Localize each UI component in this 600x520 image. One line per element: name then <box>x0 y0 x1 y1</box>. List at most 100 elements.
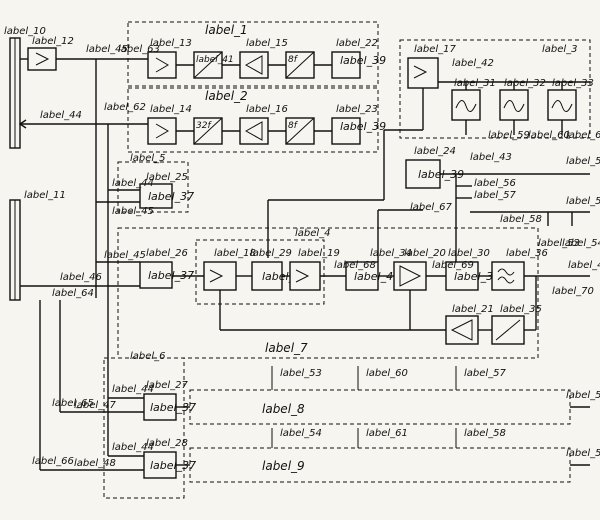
mul-label: label_41 <box>196 55 234 65</box>
fpr3-label: label_61 <box>566 130 600 141</box>
zu3-label: label_33 <box>552 78 594 89</box>
um2-glyph: label_37 <box>148 269 194 282</box>
fk3-label: label_54 <box>562 238 600 249</box>
amplifier-icon <box>450 319 473 341</box>
line-number-2: label_63 <box>118 44 160 55</box>
amplifier-icon <box>413 65 428 79</box>
um1-f01-label: label_44 <box>112 178 154 189</box>
antenna-w2-label: label_11 <box>24 190 66 201</box>
rchg2-title: label_6 <box>130 351 166 362</box>
fop-eq-label: label_43 <box>470 152 512 163</box>
receiver-3-frame <box>189 447 571 483</box>
a4-label: label_18 <box>214 248 256 259</box>
line-number-1: label_62 <box>104 102 146 113</box>
arrow-glyph-icon <box>155 123 169 139</box>
um3-f01-label: label_44 <box>112 384 154 395</box>
rchg1-title: label_5 <box>130 153 166 164</box>
line-number-7: label_68 <box>334 260 376 271</box>
transmitter-2-title: label_1 <box>205 23 248 37</box>
um6-label: label_30 <box>448 248 490 259</box>
w3-label: label_12 <box>32 36 74 47</box>
transmitter-1-title: label_2 <box>205 89 248 103</box>
um2-label: label_26 <box>146 248 188 259</box>
f02-fd3-label: label_48 <box>74 458 116 469</box>
g2-glyph: label_39 <box>340 120 386 133</box>
amplifier-a4 <box>203 261 237 291</box>
w4-label: label_13 <box>150 38 192 49</box>
fop1-label: label_56 <box>474 178 516 189</box>
um1-label: label_25 <box>146 172 188 183</box>
rchg2-frame <box>103 357 185 499</box>
a1-label: label_15 <box>246 38 288 49</box>
line-number-6: label_67 <box>410 202 453 213</box>
fc1-label: label_49 <box>568 260 600 271</box>
mixer-um5 <box>251 261 283 291</box>
f02-fd2-label: label_47 <box>74 400 117 411</box>
um2-f02-label: label_45 <box>104 250 146 261</box>
arrow-glyph-icon <box>155 57 169 73</box>
line-number-4: label_65 <box>52 398 94 409</box>
rx3-fpr-label: label_61 <box>366 428 408 439</box>
amplifier-icon <box>244 55 263 75</box>
mixer-um4 <box>143 451 177 479</box>
receiver-2-title: label_8 <box>262 402 305 416</box>
ud1-label: label_34 <box>370 248 412 259</box>
f01-tx-label: label_44 <box>40 110 82 121</box>
svg-text:8f: 8f <box>288 55 299 65</box>
rchg1-frame <box>117 161 189 213</box>
transmitter-2-frame <box>127 21 379 87</box>
um5-label: label_29 <box>250 248 292 259</box>
upch-title: label_4 <box>295 228 331 239</box>
combiner-w3 <box>27 47 57 71</box>
amplifier-icon <box>399 265 422 287</box>
line-number-8: label_69 <box>432 260 474 271</box>
amplifier-a5 <box>289 261 321 291</box>
fpr-eq-label: label_42 <box>452 58 494 69</box>
g1-label: label_22 <box>336 38 378 49</box>
um1-f02-label: label_45 <box>112 206 154 217</box>
amplifier-icon <box>244 121 263 141</box>
oupch-frame <box>399 39 591 139</box>
um6-glyph: label_37 <box>454 270 500 283</box>
line-number-9: label_70 <box>552 286 594 297</box>
amplifier-icon <box>209 269 224 283</box>
generator-g2 <box>331 117 361 145</box>
fop2-label: label_57 <box>474 190 517 201</box>
receiver-2-frame <box>189 389 571 425</box>
fc3-label: label_51 <box>566 448 600 459</box>
f01-fd1-label: label_46 <box>60 272 102 283</box>
a2-label: label_16 <box>246 104 288 115</box>
antenna-w1-label: label_10 <box>4 26 46 37</box>
amplifier-icon <box>295 269 310 283</box>
fop-out-label: label_55 <box>566 156 600 167</box>
g2-label: label_23 <box>336 104 378 115</box>
fk-label: label_52 <box>566 196 600 207</box>
rx2-fop-label: label_57 <box>464 368 507 379</box>
receiver-1-frame <box>117 227 539 359</box>
rx2-fk-label: label_53 <box>280 368 322 379</box>
f02-tx-label: label_45 <box>86 44 128 55</box>
g3-label: label_24 <box>414 146 456 157</box>
amplifier-a6 <box>393 261 427 291</box>
fc2-label: label_50 <box>566 390 600 401</box>
amplifier-a2 <box>239 117 269 145</box>
g1-glyph: label_39 <box>340 54 386 67</box>
a6-label: label_20 <box>404 248 446 259</box>
a7-label: label_21 <box>452 304 494 315</box>
w5-label: label_14 <box>150 104 192 115</box>
receiver-3-title: label_9 <box>262 459 305 473</box>
arrow-glyph-icon <box>35 52 50 66</box>
ud2-label: label_35 <box>500 304 542 315</box>
mixer-um1 <box>139 183 173 209</box>
um1-glyph: label_37 <box>148 190 194 203</box>
filter-zf1 <box>491 261 525 291</box>
fk2-label: label_53 <box>538 238 580 249</box>
upch-frame <box>195 239 325 305</box>
line-number-5: label_66 <box>32 456 74 467</box>
fpr2-label: label_60 <box>528 130 570 141</box>
detector-ud1 <box>345 261 379 291</box>
block-w4 <box>147 51 177 79</box>
receiver-1-title: label_7 <box>265 341 308 355</box>
